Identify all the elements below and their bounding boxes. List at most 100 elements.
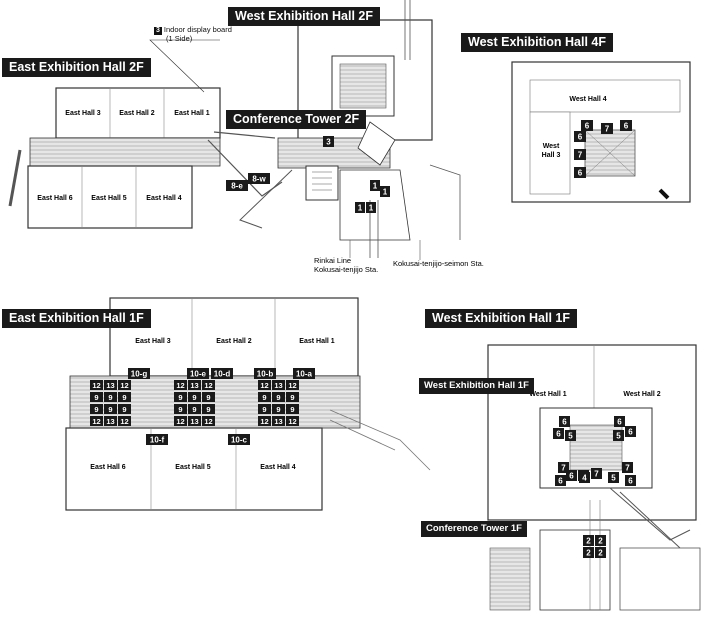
svg-text:12: 12 — [120, 381, 128, 390]
legend-line-1: Indoor display board — [163, 25, 232, 34]
title-conf-2f: Conference Tower 2F — [226, 110, 367, 129]
svg-text:13: 13 — [274, 381, 282, 390]
markers-2f: 8-e 8-w 3 1 1 1 1 — [226, 136, 390, 213]
marker-1-d: 1 — [366, 202, 376, 213]
c1-marker-a: 2 — [583, 535, 594, 546]
svg-text:12: 12 — [260, 417, 268, 426]
east-hall-2f-plan: East Hall 3 East Hall 2 East Hall 1 East… — [8, 39, 283, 229]
west-hall-2f-plan — [239, 0, 461, 258]
title-conf-1f: Conference Tower 1F — [421, 521, 527, 537]
svg-text:7: 7 — [561, 464, 566, 473]
svg-text:7: 7 — [625, 464, 630, 473]
marker-1-a: 1 — [370, 180, 380, 191]
w1-marker-l: 7 — [591, 468, 602, 479]
svg-text:9: 9 — [276, 405, 280, 414]
svg-text:1: 1 — [383, 188, 388, 197]
svg-text:9: 9 — [108, 393, 112, 402]
e1-hall-5-label: East Hall 5 — [175, 464, 211, 471]
svg-text:1: 1 — [373, 182, 378, 191]
marker-8w: 8-w — [248, 173, 270, 184]
marker-8e: 8-e — [226, 180, 248, 191]
marker-3: 3 — [323, 136, 334, 147]
svg-text:6: 6 — [628, 428, 633, 437]
svg-text:3: 3 — [326, 138, 331, 147]
svg-text:9: 9 — [276, 393, 280, 402]
svg-text:9: 9 — [178, 393, 182, 402]
svg-text:13: 13 — [106, 381, 114, 390]
svg-text:9: 9 — [178, 405, 182, 414]
west-hall-4f-plan: West Hall 4 West Hall 3 6 7 6 6 7 6 — [511, 61, 691, 203]
w4-marker-2: 7 — [601, 123, 613, 134]
e1-marker-cluster-2: 12 13 12 9 9 9 9 9 9 12 13 12 — [174, 380, 215, 426]
svg-text:6: 6 — [556, 430, 561, 439]
w1-marker-i: 7 — [558, 462, 569, 473]
svg-text:2: 2 — [598, 537, 603, 546]
w1-hall-1-label: West Hall 1 — [529, 391, 566, 398]
e1-hall-2-label: East Hall 2 — [216, 338, 252, 345]
svg-text:12: 12 — [204, 381, 212, 390]
svg-text:12: 12 — [92, 417, 100, 426]
svg-text:8-w: 8-w — [252, 175, 266, 184]
svg-text:10-c: 10-c — [231, 436, 248, 445]
legend-line-2: (1 Side) — [166, 34, 193, 44]
svg-text:5: 5 — [568, 432, 573, 441]
svg-text:9: 9 — [94, 393, 98, 402]
w4-hall-3-label-a: West — [543, 143, 560, 150]
svg-text:6: 6 — [569, 472, 574, 481]
svg-text:6: 6 — [585, 122, 590, 131]
svg-text:6: 6 — [558, 477, 563, 486]
svg-text:7: 7 — [594, 470, 599, 479]
e1-marker-10d: 10-d — [211, 368, 233, 379]
svg-text:9: 9 — [122, 393, 126, 402]
e1-marker-10e: 10-e — [187, 368, 209, 379]
svg-text:4: 4 — [582, 474, 587, 483]
e1-hall-4-label: East Hall 4 — [260, 464, 296, 471]
svg-text:2: 2 — [586, 537, 591, 546]
svg-text:9: 9 — [262, 405, 266, 414]
w1-marker-j: 7 — [622, 462, 633, 473]
svg-text:12: 12 — [288, 417, 296, 426]
svg-text:10-e: 10-e — [190, 370, 207, 379]
w4-marker-5: 7 — [574, 149, 586, 160]
svg-text:13: 13 — [274, 417, 282, 426]
e1-marker-10a: 10-a — [293, 368, 315, 379]
svg-text:9: 9 — [262, 393, 266, 402]
svg-text:10-f: 10-f — [150, 436, 165, 445]
svg-text:6: 6 — [628, 477, 633, 486]
w1-hall-2-label: West Hall 2 — [623, 391, 660, 398]
w1-marker-o: 6 — [625, 475, 636, 486]
svg-text:5: 5 — [611, 474, 616, 483]
e1-hall-1-label: East Hall 1 — [299, 338, 335, 345]
svg-text:13: 13 — [106, 417, 114, 426]
svg-text:12: 12 — [204, 417, 212, 426]
w1-marker-g: 6 — [566, 470, 577, 481]
marker-1-c: 1 — [355, 202, 365, 213]
svg-text:9: 9 — [192, 405, 196, 414]
seimon-station-label: Kokusai-tenjijo-seimon Sta. — [393, 259, 484, 268]
e1-marker-cluster-3: 12 13 12 9 9 9 9 9 9 12 13 12 — [258, 380, 299, 426]
e1-hall-6-label: East Hall 6 — [90, 464, 126, 471]
e1-marker-10g: 10-g — [128, 368, 150, 379]
svg-text:9: 9 — [108, 405, 112, 414]
svg-text:7: 7 — [578, 151, 583, 160]
east-hall-1f-plan: East Hall 3 East Hall 2 East Hall 1 East… — [65, 297, 431, 511]
svg-text:10-a: 10-a — [296, 370, 313, 379]
svg-text:13: 13 — [190, 381, 198, 390]
svg-text:5: 5 — [616, 432, 621, 441]
svg-text:2: 2 — [586, 549, 591, 558]
w1-marker-m: 6 — [555, 475, 566, 486]
svg-text:9: 9 — [206, 405, 210, 414]
svg-text:9: 9 — [206, 393, 210, 402]
e2-hall-5-label: East Hall 5 — [91, 195, 127, 202]
svg-text:1: 1 — [369, 204, 374, 213]
svg-text:2: 2 — [598, 549, 603, 558]
title-west-1f-inner: West Exhibition Hall 1F — [419, 378, 534, 394]
title-east-2f: East Exhibition Hall 2F — [2, 58, 151, 77]
w4-marker-4: 6 — [574, 131, 586, 142]
svg-text:6: 6 — [562, 418, 567, 427]
svg-text:6: 6 — [624, 122, 629, 131]
e1-hall-3-label: East Hall 3 — [135, 338, 171, 345]
svg-text:12: 12 — [260, 381, 268, 390]
w1-marker-e: 5 — [565, 430, 576, 441]
e2-hall-6-label: East Hall 6 — [37, 195, 73, 202]
